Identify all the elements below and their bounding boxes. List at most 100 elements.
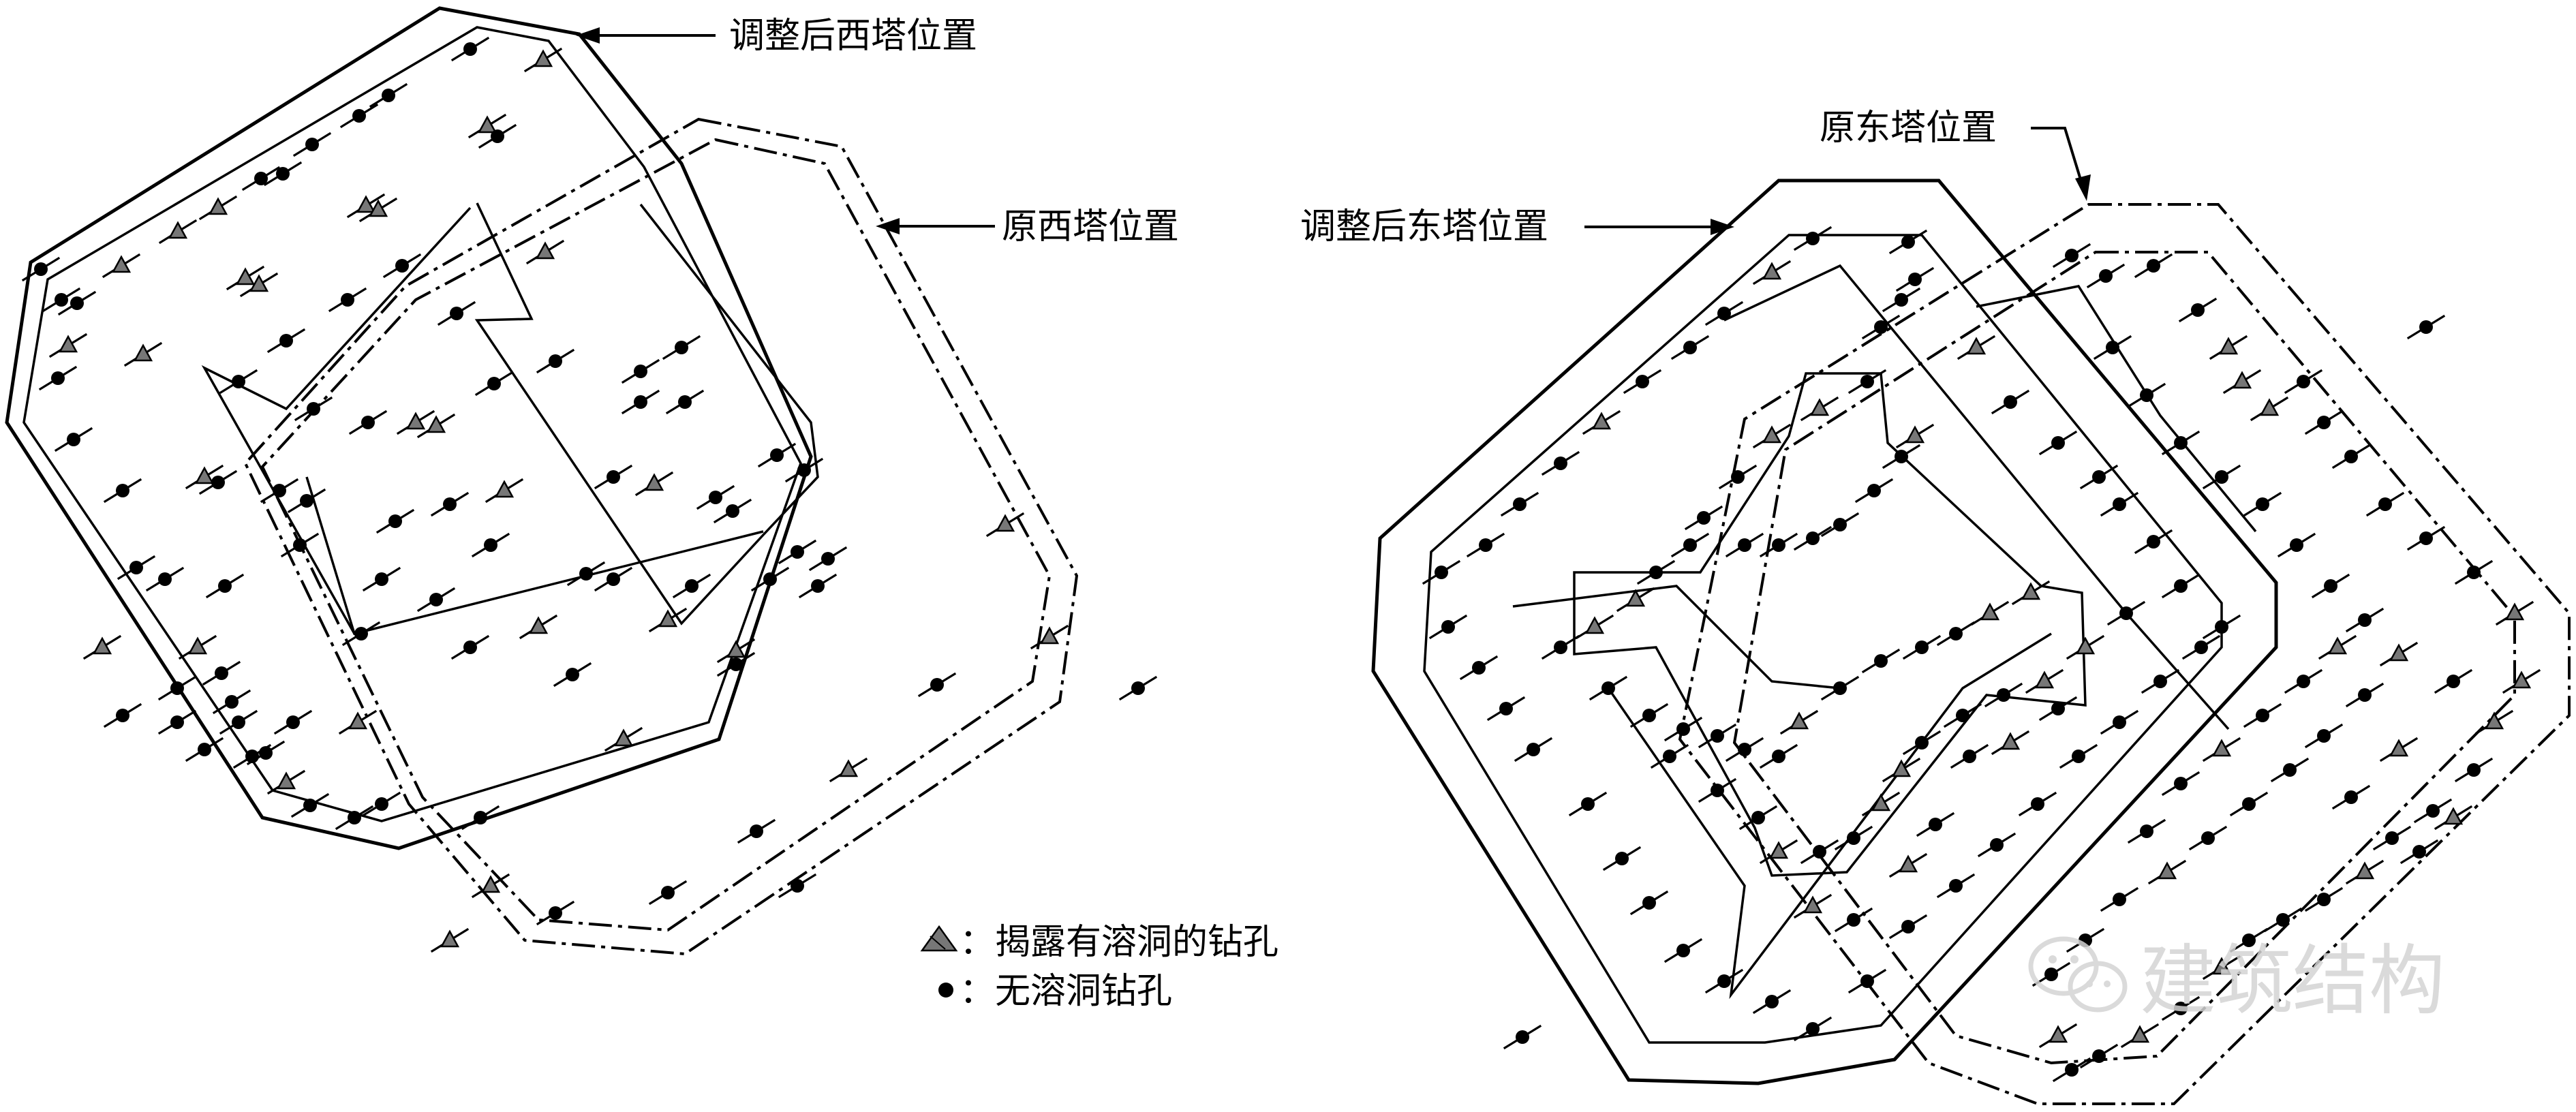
borehole-no-cave	[2194, 640, 2208, 654]
borehole-cave-revealed	[1625, 589, 1646, 607]
borehole-no-cave	[293, 538, 307, 552]
label-adjusted-west: 调整后西塔位置	[576, 16, 977, 57]
borehole-no-cave	[2099, 269, 2113, 283]
borehole-cave-revealed	[1789, 711, 1809, 730]
borehole-no-cave	[1581, 797, 1595, 811]
borehole-no-cave	[750, 824, 763, 838]
borehole-cave-revealed	[2327, 636, 2348, 655]
borehole-cave-revealed	[2000, 732, 2021, 750]
borehole-no-cave	[2283, 763, 2297, 777]
borehole-no-cave	[273, 484, 286, 497]
borehole-no-cave	[2276, 913, 2290, 927]
borehole-no-cave	[709, 491, 722, 504]
borehole-no-cave	[607, 470, 620, 484]
borehole-no-cave	[2412, 845, 2426, 859]
adjusted-east-tower-inner-outline	[1423, 234, 2223, 1044]
borehole-no-cave	[2147, 259, 2160, 273]
borehole-no-cave	[2242, 797, 2256, 811]
borehole-no-cave	[1895, 450, 1908, 463]
borehole-no-cave	[2358, 613, 2372, 627]
borehole-cave-revealed	[2211, 957, 2232, 975]
borehole-no-cave	[1642, 709, 1656, 722]
borehole-no-cave	[797, 463, 811, 477]
borehole-no-cave	[70, 296, 84, 310]
borehole-no-cave	[1867, 484, 1881, 497]
borehole-no-cave	[225, 695, 239, 709]
borehole-no-cave	[1472, 661, 1486, 675]
borehole-no-cave	[232, 715, 245, 729]
borehole-no-cave	[259, 746, 273, 760]
borehole-cave-revealed	[2504, 602, 2525, 621]
borehole-no-cave	[1833, 681, 1847, 695]
borehole-no-cave	[2031, 797, 2044, 811]
borehole-no-cave	[300, 494, 313, 508]
wechat-logo-icon	[2028, 936, 2128, 1013]
borehole-no-cave	[2044, 968, 2058, 981]
borehole-no-cave	[34, 262, 48, 276]
borehole-no-cave	[1479, 538, 1492, 552]
adjusted-west-tower-outline	[5, 6, 813, 850]
borehole-no-cave	[55, 293, 68, 307]
borehole-cave-revealed	[2484, 711, 2504, 730]
borehole-cave-revealed	[133, 343, 153, 362]
borehole-cave-revealed	[995, 514, 1015, 532]
borehole-no-cave	[1847, 913, 1860, 927]
east-core-diag-4	[1976, 285, 2257, 533]
borehole-no-cave	[634, 395, 647, 409]
borehole-no-cave	[2174, 436, 2188, 450]
borehole-cave-revealed	[2389, 643, 2409, 662]
borehole-no-cave	[2215, 620, 2228, 634]
borehole-no-cave	[2113, 497, 2126, 511]
borehole-no-cave	[2051, 702, 2065, 715]
borehole-no-cave	[1731, 470, 1745, 484]
label-adjusted-east: 调整后东塔位置	[1300, 206, 1734, 247]
borehole-no-cave	[2344, 790, 2358, 804]
borehole-no-cave	[1813, 845, 1826, 859]
borehole-no-cave	[726, 504, 739, 518]
borehole-no-cave	[2065, 1063, 2079, 1077]
borehole-cave-revealed	[2355, 861, 2375, 880]
label-text: 原西塔位置	[1002, 206, 1179, 247]
borehole-no-cave	[2317, 416, 2331, 429]
borehole-cave-revealed	[276, 771, 296, 790]
borehole-no-cave	[566, 668, 579, 681]
borehole-cave-revealed	[1871, 793, 1891, 812]
cave-hole-symbol-icon	[920, 925, 958, 952]
borehole-cave-revealed	[838, 759, 859, 777]
legend-item-cave-hole: ：揭露有溶洞的钻孔	[920, 922, 1278, 963]
borehole-cave-revealed	[2034, 670, 2055, 689]
borehole-cave-revealed	[2130, 1025, 2150, 1043]
borehole-no-cave	[1738, 538, 1751, 552]
borehole-cave-revealed	[2021, 582, 2041, 600]
borehole-no-cave	[352, 109, 366, 123]
borehole-no-cave	[1615, 852, 1629, 865]
watermark: 建筑结构	[2028, 936, 2445, 1025]
borehole-no-cave	[450, 307, 463, 320]
borehole-cave-revealed	[1584, 616, 1605, 634]
adjusted-west-tower-inner-outline	[22, 26, 802, 822]
borehole-no-cave	[279, 334, 293, 348]
borehole-cave-revealed	[405, 412, 426, 430]
borehole-no-cave	[1554, 457, 1567, 470]
borehole-no-cave	[1908, 273, 1922, 286]
borehole-no-cave	[2153, 675, 2167, 688]
legend-item-no-cave-hole: ：无溶洞钻孔	[938, 971, 1172, 1012]
borehole-no-cave	[1806, 232, 1820, 245]
cave-hole-hatch	[930, 936, 946, 950]
borehole-no-cave	[729, 658, 743, 671]
borehole-no-cave	[348, 811, 361, 824]
borehole-no-cave	[254, 172, 268, 185]
borehole-no-cave	[2140, 388, 2153, 402]
borehole-no-cave	[1601, 681, 1615, 695]
borehole-cave-revealed	[1905, 425, 1925, 444]
borehole-cave-revealed	[658, 609, 678, 628]
borehole-no-cave	[67, 433, 80, 446]
borehole-cave-revealed	[440, 929, 460, 948]
borehole-no-cave	[1860, 375, 1874, 388]
borehole-cave-revealed	[2443, 807, 2464, 825]
borehole-no-cave	[443, 497, 457, 511]
borehole-no-cave	[1901, 235, 1915, 249]
borehole-no-cave	[2106, 341, 2119, 354]
borehole-no-cave	[307, 402, 320, 416]
borehole-no-cave	[170, 715, 184, 729]
